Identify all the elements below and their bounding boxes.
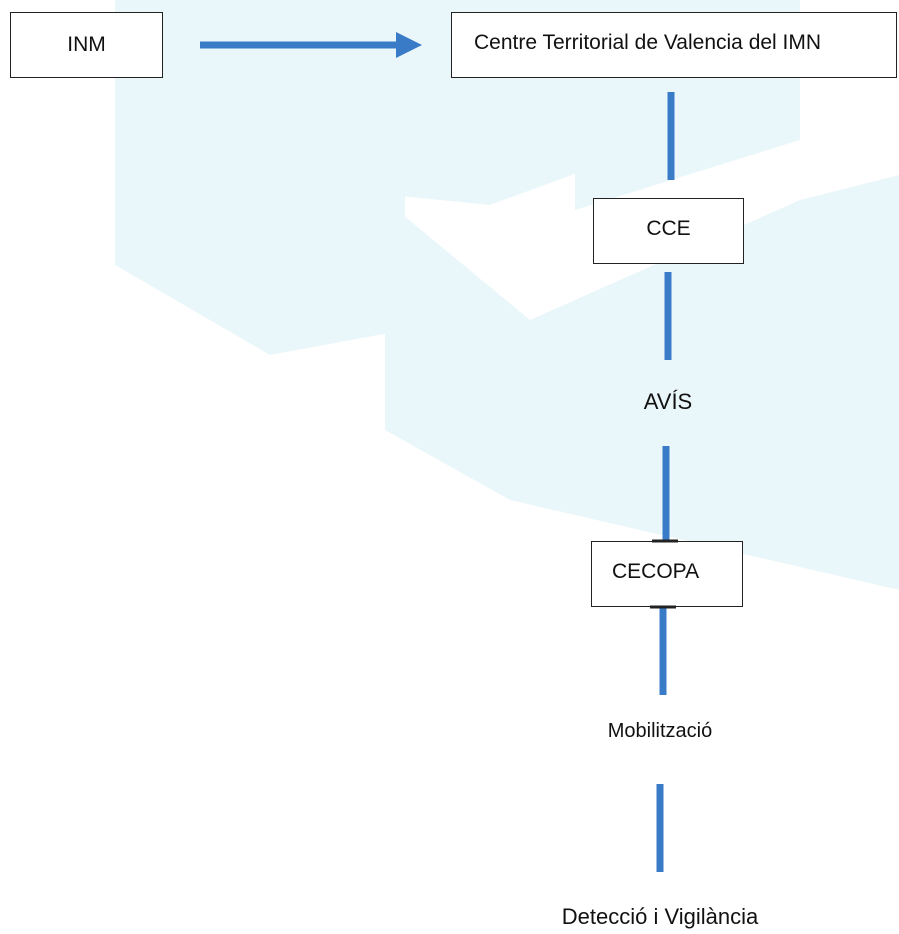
node-inm: INM bbox=[10, 12, 163, 78]
node-inm-label: INM bbox=[67, 33, 106, 56]
node-centre-territorial-label: Centre Territorial de Valencia del IMN bbox=[474, 31, 822, 54]
node-centre-territorial: Centre Territorial de Valencia del IMN bbox=[451, 12, 897, 78]
node-cce-label: CCE bbox=[646, 217, 691, 240]
node-cce: CCE bbox=[593, 198, 744, 264]
node-mobilitzacio-label: Mobilització bbox=[607, 720, 713, 742]
watermark-bottom-shape bbox=[385, 175, 899, 590]
watermark-left-shape bbox=[115, 0, 405, 355]
node-cecopa-label: CECOPA bbox=[612, 560, 700, 583]
node-deteccio-label: Detecció i Vigilància bbox=[561, 904, 759, 929]
arrow-inm-to-centre bbox=[200, 32, 422, 58]
node-avis-label: AVÍS bbox=[643, 389, 693, 414]
